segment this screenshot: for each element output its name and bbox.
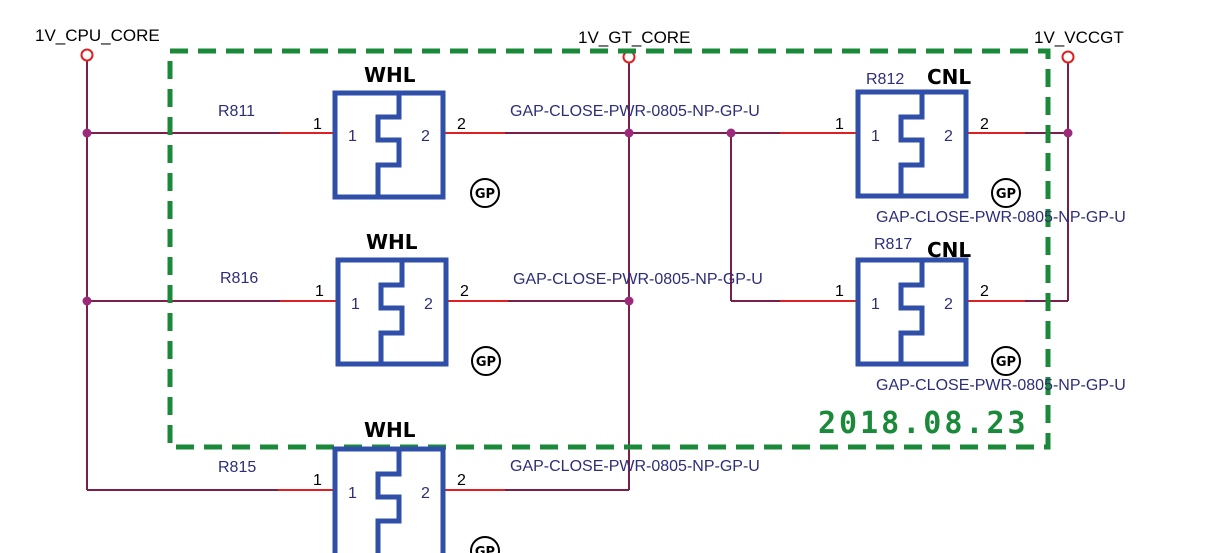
ref-designator: R815: [218, 459, 256, 476]
pin-in-2: 2: [944, 128, 953, 145]
pin-in-2: 2: [421, 485, 430, 502]
ref-designator: R811: [218, 103, 255, 120]
gp-badge-text: GP: [476, 355, 496, 370]
component-body: [855, 89, 969, 199]
gp-badge-text: GP: [475, 187, 495, 202]
pin-in-1: 1: [351, 296, 360, 313]
net-label-cpu-core: 1V_CPU_CORE: [35, 26, 160, 45]
component-r812[interactable]: 1 2 1 2 R812 CNL GAP-CLOSE-PWR-0805-NP-G…: [780, 65, 1126, 226]
component-r815[interactable]: 1 2 1 2 R815 WHL GAP-CLOSE-PWR-0805-NP-G…: [218, 418, 760, 553]
component-body: [332, 446, 446, 553]
jumper-symbol: [375, 449, 402, 553]
pin-number-2: 2: [457, 116, 466, 133]
ref-designator: R816: [220, 270, 258, 287]
jumper-symbol: [898, 260, 925, 364]
junction-dot: [624, 128, 634, 138]
ref-designator: R817: [874, 236, 912, 253]
pin-number-1: 1: [835, 283, 844, 300]
part-number: GAP-CLOSE-PWR-0805-NP-GP-U: [510, 458, 760, 475]
part-number: GAP-CLOSE-PWR-0805-NP-GP-U: [513, 271, 763, 288]
pin-number-2: 2: [980, 283, 989, 300]
gp-badge-text: GP: [996, 355, 1016, 370]
variant-label: WHL: [366, 230, 418, 254]
gp-badge-icon: GP: [991, 178, 1021, 208]
pin-number-2: 2: [980, 116, 989, 133]
part-number: GAP-CLOSE-PWR-0805-NP-GP-U: [876, 209, 1126, 226]
component-body: [335, 257, 449, 367]
junction-dot: [1063, 128, 1073, 138]
part-number: GAP-CLOSE-PWR-0805-NP-GP-U: [876, 377, 1126, 394]
pin-number-2: 2: [457, 472, 466, 489]
junction-dot: [726, 128, 736, 138]
component-r816[interactable]: 1 2 1 2 R816 WHL GAP-CLOSE-PWR-0805-NP-G…: [220, 230, 763, 376]
pin-number-1: 1: [313, 116, 322, 133]
component-body: [332, 90, 446, 200]
pin-in-1: 1: [348, 485, 357, 502]
jumper-symbol: [378, 260, 405, 364]
gp-badge-text: GP: [475, 545, 495, 553]
power-symbol-vccgt[interactable]: [1061, 50, 1075, 64]
component-r817[interactable]: 1 2 1 2 R817 CNL GAP-CLOSE-PWR-0805-NP-G…: [780, 236, 1126, 394]
part-number: GAP-CLOSE-PWR-0805-NP-GP-U: [510, 103, 760, 120]
ref-designator: R812: [866, 71, 904, 88]
junction-dot: [82, 296, 92, 306]
component-r811[interactable]: 1 2 1 2 R811 WHL GAP-CLOSE-PWR-0805-NP-G…: [218, 63, 760, 208]
pin-number-2: 2: [460, 283, 469, 300]
variant-label: CNL: [927, 238, 971, 262]
variant-label: CNL: [927, 65, 971, 89]
junctions: [82, 128, 1073, 306]
variant-boundary-box: [167, 48, 1051, 450]
net-label-vccgt: 1V_VCCGT: [1034, 28, 1124, 47]
pin-in-1: 1: [348, 128, 357, 145]
net-label-gt-core: 1V_GT_CORE: [578, 28, 690, 47]
pin-in-2: 2: [424, 296, 433, 313]
revision-date: 2018.08.23: [818, 406, 1029, 441]
junction-dot: [82, 128, 92, 138]
pin-in-1: 1: [871, 128, 880, 145]
pin-in-1: 1: [871, 296, 880, 313]
jumper-symbol: [375, 93, 402, 197]
gp-badge-icon: GP: [470, 178, 500, 208]
power-symbol-cpu-core[interactable]: [80, 48, 94, 62]
pin-number-1: 1: [315, 283, 324, 300]
variant-label: WHL: [364, 63, 416, 87]
pin-in-2: 2: [944, 296, 953, 313]
junction-dot: [624, 296, 634, 306]
gp-badge-icon: GP: [470, 536, 500, 553]
pin-number-1: 1: [835, 116, 844, 133]
pin-in-2: 2: [421, 128, 430, 145]
gp-badge-icon: GP: [471, 346, 501, 376]
gp-badge-text: GP: [996, 187, 1016, 202]
pin-number-1: 1: [313, 472, 322, 489]
variant-label: WHL: [364, 418, 416, 442]
component-body: [855, 257, 969, 367]
power-symbols: [80, 48, 1075, 64]
jumper-symbol: [898, 92, 925, 196]
gp-badge-icon: GP: [991, 346, 1021, 376]
